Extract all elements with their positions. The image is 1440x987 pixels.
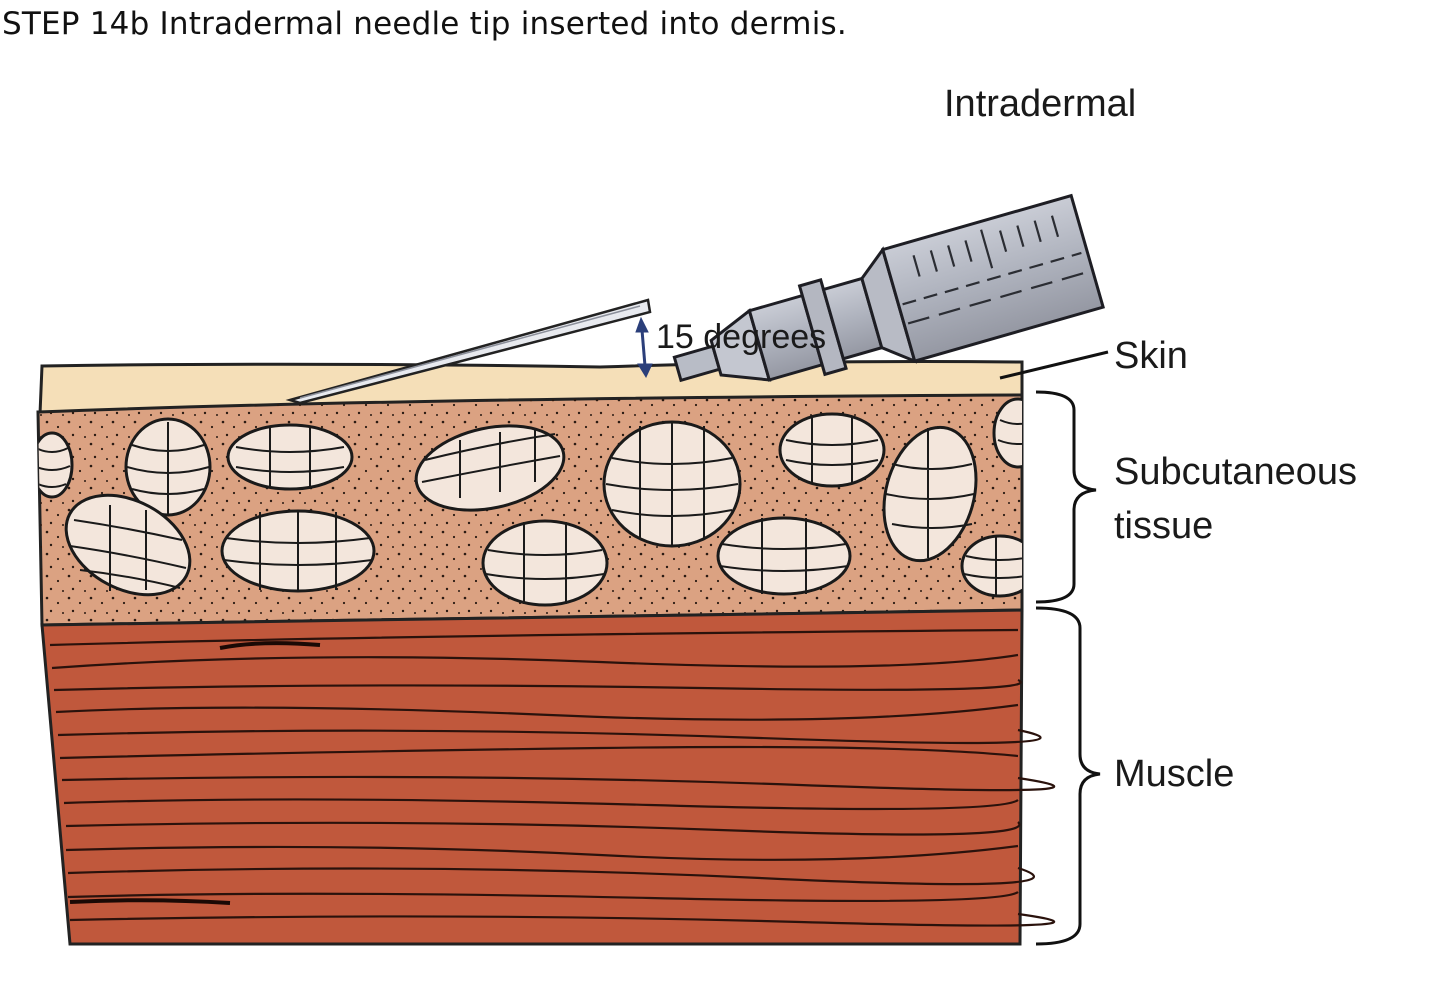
figure-caption: STEP 14b Intradermal needle tip inserted… — [2, 6, 847, 42]
fat-lobule — [226, 423, 354, 491]
technique-label: Intradermal — [944, 83, 1136, 125]
needle — [285, 298, 652, 405]
fat-lobule — [778, 412, 886, 488]
fat-lobule — [64, 493, 192, 597]
fat-lobule — [960, 534, 1022, 598]
syringe — [672, 193, 1105, 383]
muscle-fiber-dark — [219, 641, 321, 650]
fat-lobule — [414, 424, 566, 512]
muscle-fibers — [49, 628, 1055, 927]
skin-label: Skin — [1114, 335, 1188, 377]
muscle-fiber-dark — [69, 898, 231, 905]
subcutaneous-label-line2: tissue — [1114, 505, 1213, 547]
fat-lobule — [602, 420, 742, 548]
angle-arrow — [635, 316, 653, 379]
fat-lobule — [124, 417, 212, 517]
barrel-scale — [902, 215, 1088, 325]
fat-lobule — [882, 425, 978, 563]
skin-pointer-line — [999, 350, 1109, 380]
fat-lobule — [716, 516, 852, 596]
subcutaneous-label-line1: Subcutaneous — [1114, 451, 1357, 493]
subcutaneous-brace — [1035, 390, 1097, 604]
muscle-brace — [1035, 606, 1101, 946]
muscle-label: Muscle — [1114, 753, 1234, 795]
fat-lobule — [220, 509, 376, 593]
fat-lobule — [992, 397, 1022, 469]
angle-label: 15 degrees — [656, 318, 826, 356]
fat-lobule — [481, 519, 609, 607]
